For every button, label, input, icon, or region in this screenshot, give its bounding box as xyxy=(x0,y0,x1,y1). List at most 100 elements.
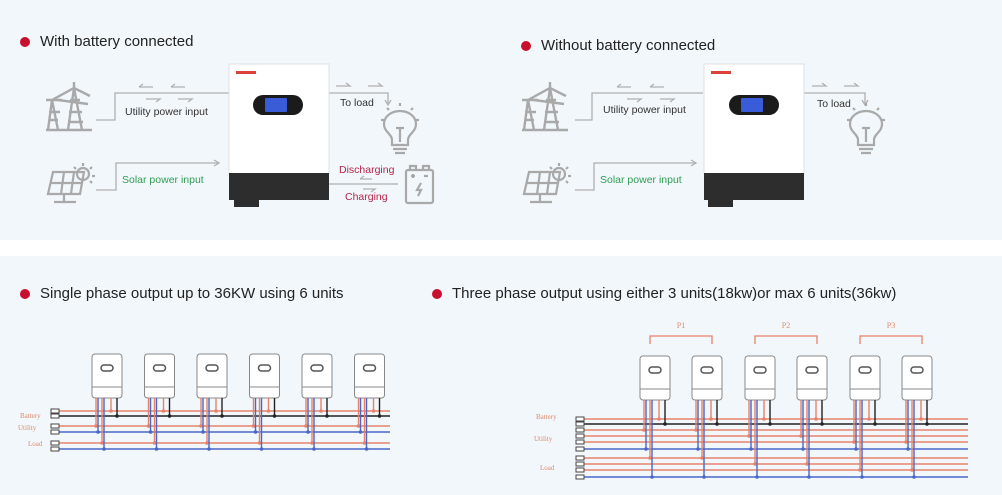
junction-dot xyxy=(167,414,172,418)
solar-power-label: Solar power input xyxy=(600,174,682,186)
junction-dot xyxy=(694,428,698,432)
junction-dot xyxy=(820,422,824,426)
junction-dot xyxy=(304,424,308,428)
phase-label-p1: P1 xyxy=(677,321,685,330)
bullet-icon xyxy=(20,36,30,47)
junction-dot xyxy=(371,409,376,413)
inverter-unit-display xyxy=(858,366,872,374)
junction-dot xyxy=(747,434,751,438)
heading-single-phase: Single phase output up to 36KW using 6 u… xyxy=(20,285,344,302)
battery-arrows-icon xyxy=(359,175,377,193)
inverter-unit-icon xyxy=(91,353,123,399)
inverter-unit-icon xyxy=(354,353,385,399)
bullet-icon xyxy=(432,288,442,299)
bullet-icon xyxy=(20,288,30,299)
utility-line xyxy=(96,92,229,121)
junction-dot xyxy=(257,441,262,445)
junction-dot xyxy=(377,414,382,418)
junction-dot xyxy=(115,414,119,418)
load-line xyxy=(804,92,866,103)
wire-label-battery: Battery xyxy=(536,413,557,421)
inverter-unit-icon xyxy=(301,353,333,399)
junction-dot xyxy=(152,441,157,445)
connector-icon xyxy=(50,429,60,435)
inverter-unit-icon xyxy=(691,355,723,401)
junction-dot xyxy=(199,424,203,428)
inverter-unit-display xyxy=(362,364,377,372)
bidirectional-arrows-icon xyxy=(138,83,194,103)
junction-dot xyxy=(154,447,159,451)
junction-dot xyxy=(205,441,209,445)
junction-dot xyxy=(925,422,929,426)
junction-dot xyxy=(709,417,713,421)
connector-icon xyxy=(50,440,60,446)
connector-icon xyxy=(575,421,585,427)
junction-dot xyxy=(696,447,700,451)
inverter-unit-icon xyxy=(196,353,228,399)
solar-arrow-icon xyxy=(213,159,221,167)
to-load-label: To load xyxy=(817,98,851,110)
load-arrow-icon xyxy=(336,82,392,107)
phase-bracket xyxy=(859,335,923,344)
inverter-unit-icon xyxy=(639,355,671,401)
connector-icon xyxy=(575,416,585,422)
junction-dot xyxy=(867,417,871,421)
solar-panel-icon xyxy=(522,163,571,204)
inverter-unit-display xyxy=(910,366,924,374)
inverter-unit-display xyxy=(100,364,114,372)
connector-icon xyxy=(50,413,60,419)
junction-dot xyxy=(102,447,106,451)
junction-dot xyxy=(266,409,271,413)
connector-icon xyxy=(50,446,60,452)
junction-dot xyxy=(319,409,323,413)
solar-power-label: Solar power input xyxy=(122,174,204,186)
connector-icon xyxy=(50,423,60,429)
junction-dot xyxy=(860,475,864,479)
phase-bracket xyxy=(754,335,818,344)
connector-icon xyxy=(575,455,585,461)
junction-dot xyxy=(648,456,652,460)
junction-dot xyxy=(220,414,224,418)
junction-dot xyxy=(854,447,858,451)
with-battery-diagram xyxy=(46,63,435,207)
inverter-unit-display xyxy=(152,364,167,372)
heading-text: Single phase output up to 36KW using 6 u… xyxy=(40,285,344,302)
light-bulb-icon xyxy=(847,103,885,155)
inverter-unit-icon xyxy=(849,355,881,401)
junction-dot xyxy=(807,475,811,479)
junction-dot xyxy=(663,422,667,426)
inverter-unit-icon xyxy=(901,355,933,401)
junction-dot xyxy=(904,440,908,444)
connector-icon xyxy=(575,474,585,480)
charging-label: Charging xyxy=(345,191,388,203)
junction-dot xyxy=(251,424,256,428)
connector-icon xyxy=(575,446,585,452)
wire-label-battery: Battery xyxy=(20,412,41,420)
junction-dot xyxy=(214,409,218,413)
phase-label-p3: P3 xyxy=(887,321,895,330)
junction-dot xyxy=(644,447,648,451)
inverter-unit-display xyxy=(310,364,324,372)
wire-label-utility: Utility xyxy=(534,435,553,443)
junction-dot xyxy=(753,462,757,466)
junction-dot xyxy=(362,441,367,445)
junction-dot xyxy=(657,417,661,421)
inverter-unit-display xyxy=(805,366,819,374)
utility-power-label: Utility power input xyxy=(125,106,208,118)
heading-text: Without battery connected xyxy=(541,37,716,54)
bidirectional-arrows-icon xyxy=(616,83,676,103)
junction-dot xyxy=(310,441,314,445)
junction-dot xyxy=(700,456,704,460)
top-panel xyxy=(0,0,1002,240)
junction-dot xyxy=(762,417,766,421)
junction-dot xyxy=(919,417,923,421)
discharging-label: Discharging xyxy=(339,164,395,176)
junction-dot xyxy=(799,434,803,438)
connector-icon xyxy=(575,461,585,467)
heading-without-battery: Without battery connected xyxy=(521,37,715,54)
inverter-unit-icon xyxy=(144,353,175,399)
junction-dot xyxy=(207,447,211,451)
phase-bracket xyxy=(649,335,713,344)
bullet-icon xyxy=(521,40,531,51)
junction-dot xyxy=(749,447,753,451)
